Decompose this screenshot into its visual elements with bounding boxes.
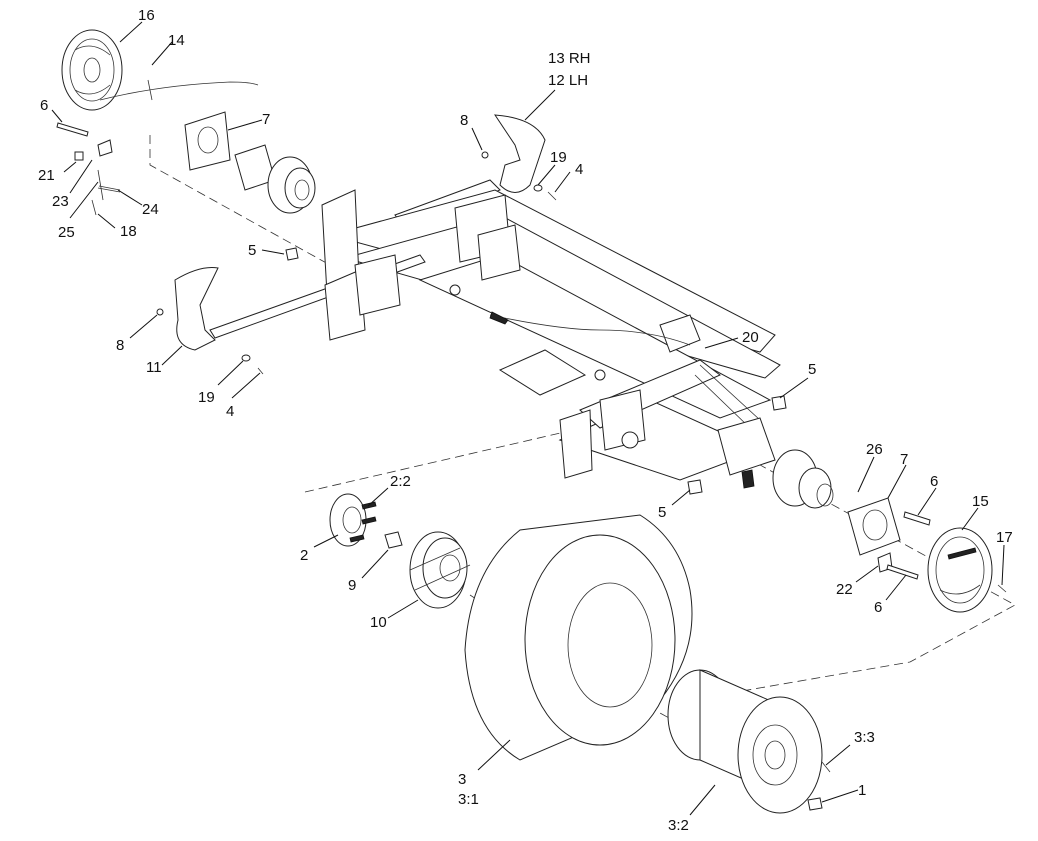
left-hub (234, 144, 316, 214)
callout-9: 9 (348, 577, 356, 594)
left-screw (91, 199, 97, 216)
right-hub (717, 417, 834, 509)
left-bolt (56, 122, 89, 137)
nut-5-upper (285, 247, 299, 261)
callout-19: 19 (550, 149, 567, 166)
callout-3: 3 (458, 771, 466, 788)
axle-frame (209, 179, 781, 481)
callout-6-lower: 6 (874, 599, 882, 616)
callout-10: 10 (370, 614, 387, 631)
right-backing-plate (927, 527, 993, 613)
callout-15: 15 (972, 493, 989, 510)
left-nut (74, 151, 84, 161)
callout-12-lh: 12 LH (548, 72, 588, 89)
wheel-hub-2 (329, 493, 377, 547)
callout-3-3: 3:3 (854, 729, 875, 746)
callout-8-left: 8 (116, 337, 124, 354)
nut-5-right (771, 395, 787, 411)
callout-6: 6 (40, 97, 48, 114)
callout-5: 5 (248, 242, 256, 259)
right-dust-shield (494, 114, 546, 193)
callout-16: 16 (138, 7, 155, 24)
callout-2-2: 2:2 (390, 473, 411, 490)
callout-labels: 16 14 6 7 21 23 24 25 18 8 13 RH 12 LH 1… (38, 7, 1013, 834)
callout-24: 24 (142, 201, 159, 218)
wheel-rim (667, 669, 823, 814)
callout-19-left: 19 (198, 389, 215, 406)
callout-4: 4 (575, 161, 583, 178)
callout-3-1: 3:1 (458, 791, 479, 808)
brake-drum (409, 531, 471, 609)
callout-1: 1 (858, 782, 866, 799)
nut-5-lower (687, 479, 703, 495)
left-pin (97, 169, 104, 201)
callout-2: 2 (300, 547, 308, 564)
sensor-cable (489, 314, 691, 346)
left-backing-plate (61, 29, 123, 111)
callout-4-left: 4 (226, 403, 234, 420)
valve-stem (821, 761, 831, 773)
callout-22: 22 (836, 581, 853, 598)
callout-3-2: 3:2 (668, 817, 689, 834)
callout-7: 7 (262, 111, 270, 128)
left-dust-shield (174, 267, 219, 351)
callout-13-rh: 13 RH (548, 50, 591, 67)
callout-5-right: 5 (808, 361, 816, 378)
callout-14: 14 (168, 32, 185, 49)
spindle-nut (384, 531, 403, 549)
leader-lines (51, 21, 1005, 816)
lug-nut (807, 797, 823, 811)
wheel-assembly-boundary (304, 409, 1016, 701)
callout-23: 23 (52, 193, 69, 210)
callout-26: 26 (866, 441, 883, 458)
callout-17: 17 (996, 529, 1013, 546)
callout-18: 18 (120, 223, 137, 240)
left-brake-flange (184, 111, 231, 171)
callout-7-right: 7 (900, 451, 908, 468)
callout-25: 25 (58, 224, 75, 241)
callout-5-lower: 5 (658, 504, 666, 521)
right-brake-flange (847, 497, 901, 556)
left-spring (97, 185, 121, 193)
callout-6-right: 6 (930, 473, 938, 490)
callout-11: 11 (146, 359, 162, 376)
callout-8: 8 (460, 112, 468, 129)
callout-20: 20 (742, 329, 759, 346)
callout-21: 21 (38, 167, 55, 184)
brake-cable (99, 81, 259, 101)
tire (464, 514, 693, 761)
